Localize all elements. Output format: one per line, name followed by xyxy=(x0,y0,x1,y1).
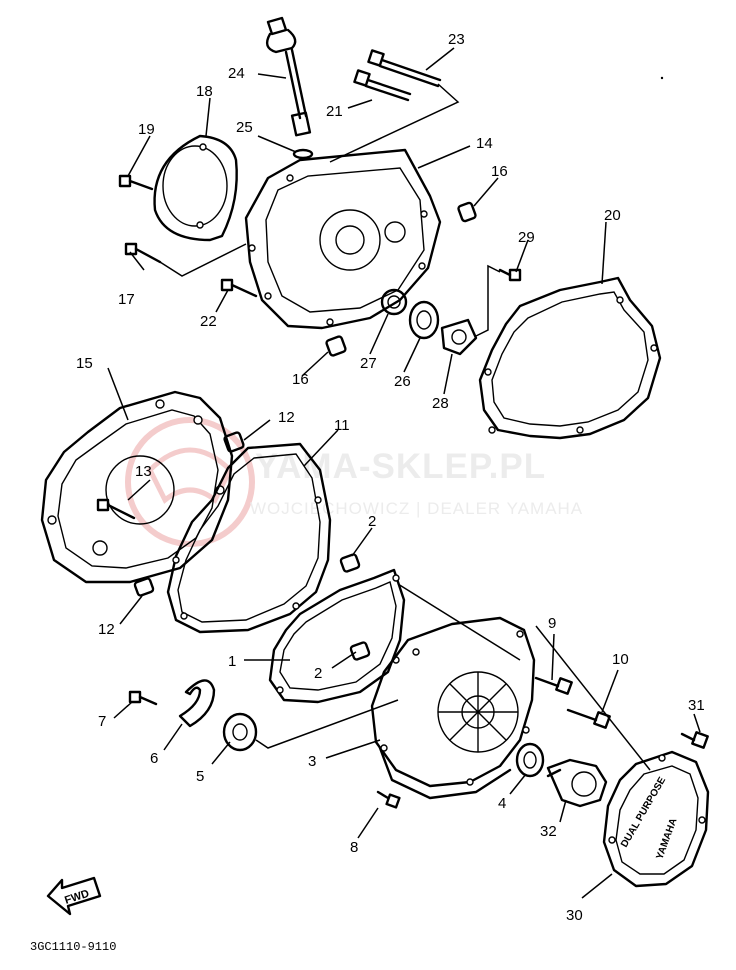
generator-cover: DUAL PURPOSE YAMAHA xyxy=(602,750,710,888)
part-label: 14 xyxy=(476,135,493,152)
dowel-pin-upper xyxy=(457,201,477,223)
part-label: 1 xyxy=(228,653,236,670)
part-label: 19 xyxy=(138,121,155,138)
fwd-arrow: FWD xyxy=(46,876,102,916)
diagram-code: 3GC1110-9110 xyxy=(30,940,116,954)
dowel-pin-12-lower xyxy=(133,577,155,597)
retainer-plate-28 xyxy=(440,318,478,356)
part-label: 25 xyxy=(236,119,253,136)
dowel-pin-lower xyxy=(325,335,347,357)
watermark: YAMA-SKLEP.PL WOJCIECHOWICZ | DEALER YAM… xyxy=(125,417,583,547)
part-label: 21 xyxy=(326,103,343,120)
part-label: 31 xyxy=(688,697,705,714)
part-label: 9 xyxy=(548,615,556,632)
screw-19 xyxy=(118,174,154,191)
bolt-long-23 xyxy=(367,49,442,88)
part-label: 17 xyxy=(118,291,135,308)
print-speck xyxy=(660,76,664,80)
part-label: 3 xyxy=(308,753,316,770)
part-label: 16 xyxy=(491,163,508,180)
dowel-pin-2-lower xyxy=(349,641,371,661)
part-label: 8 xyxy=(350,839,358,856)
dowel-pin-12-upper xyxy=(223,431,245,453)
part-label: 13 xyxy=(135,463,152,480)
emblem-right: YAMAHA xyxy=(654,817,679,861)
gasket-20 xyxy=(478,276,662,440)
clutch-cover xyxy=(370,616,536,800)
part-label: 27 xyxy=(360,355,377,372)
leader-lines xyxy=(107,47,701,899)
dowel-pin-2-upper xyxy=(339,553,361,573)
part-label: 32 xyxy=(540,823,557,840)
part-label: 5 xyxy=(196,768,204,785)
retainer-6 xyxy=(178,679,216,728)
screw-7 xyxy=(128,690,158,706)
oil-seal-26 xyxy=(408,300,440,340)
gasket-1 xyxy=(268,568,406,704)
cover-cap-32 xyxy=(546,758,608,808)
part-label: 2 xyxy=(314,665,322,682)
part-label: 12 xyxy=(98,621,115,638)
dipstick xyxy=(265,16,312,137)
crankcase-right xyxy=(40,390,234,584)
bolt-10 xyxy=(566,708,611,729)
bolt-long-21 xyxy=(353,69,412,102)
part-label: 4 xyxy=(498,795,506,812)
part-label: 29 xyxy=(518,229,535,246)
o-ring xyxy=(292,148,314,160)
bolt-13 xyxy=(96,498,136,520)
part-label: 2 xyxy=(368,513,376,530)
oil-seal-5 xyxy=(222,712,258,752)
screw-8 xyxy=(376,790,401,809)
crankcase-cover-left xyxy=(244,148,442,330)
part-label: 23 xyxy=(448,31,465,48)
part-label: 30 xyxy=(566,907,583,924)
part-label: 7 xyxy=(98,713,106,730)
part-label: 15 xyxy=(76,355,93,372)
bolt-9 xyxy=(534,676,573,695)
part-label: 18 xyxy=(196,83,213,100)
bearing-27 xyxy=(380,288,408,316)
watermark-sub: WOJCIECHOWICZ | DEALER YAMAHA xyxy=(250,499,583,518)
part-label: 26 xyxy=(394,373,411,390)
part-label: 20 xyxy=(604,207,621,224)
part-label: 16 xyxy=(292,371,309,388)
part-label: 28 xyxy=(432,395,449,412)
part-labels: 1 2 2 3 4 5 6 7 8 9 10 11 12 12 13 14 15… xyxy=(76,31,705,924)
screw-31 xyxy=(680,731,709,749)
part-label: 12 xyxy=(278,409,295,426)
part-label: 6 xyxy=(150,750,158,767)
oil-seal-4 xyxy=(515,742,545,778)
part-label: 10 xyxy=(612,651,629,668)
gasket-11 xyxy=(166,442,332,634)
watermark-main: YAMA-SKLEP.PL xyxy=(255,447,546,486)
part-label: 11 xyxy=(334,417,350,434)
screw-22 xyxy=(220,278,258,298)
screw-29 xyxy=(498,268,522,282)
part-label: 24 xyxy=(228,65,245,82)
part-label: 22 xyxy=(200,313,217,330)
cover-plate xyxy=(153,134,238,242)
